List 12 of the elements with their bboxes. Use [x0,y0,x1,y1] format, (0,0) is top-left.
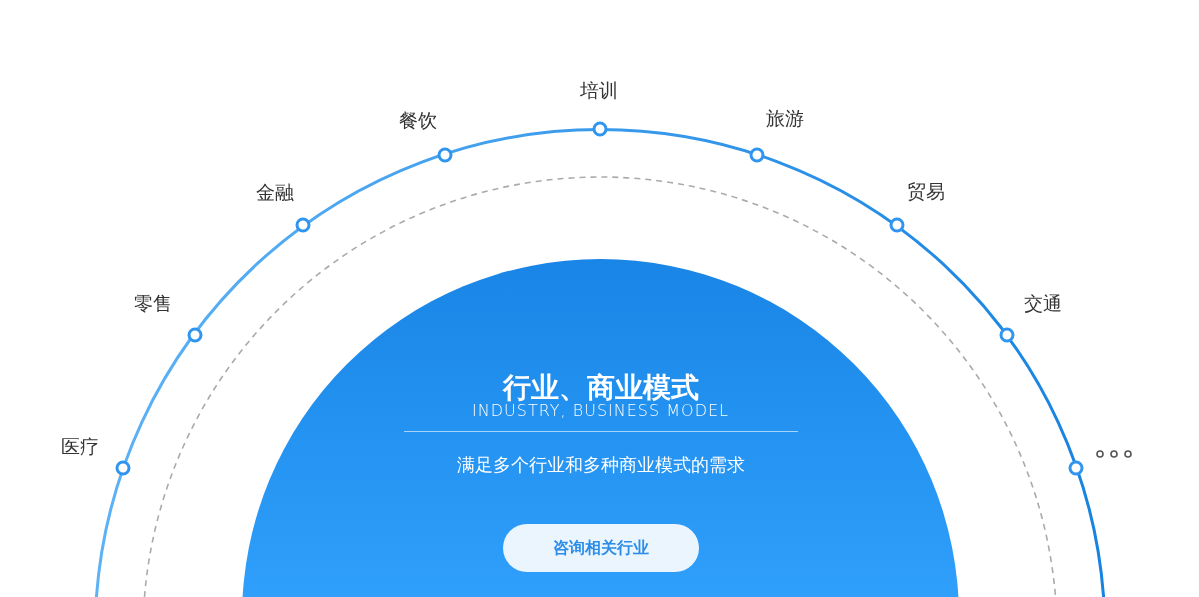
industry-label: 金融 [256,180,294,205]
industry-label: 交通 [1024,291,1062,316]
industry-label: 医疗 [61,434,99,459]
industry-label: 零售 [134,291,172,316]
industry-label: 培训 [580,78,618,103]
industry-label: 贸易 [907,179,945,204]
heading: 行业、商业模式 [502,370,699,404]
consult-button: 咨询相关行业 [503,524,699,572]
subtitle: INDUSTRY, BUSINESS MODEL [472,401,729,420]
industry-label: 餐饮 [399,108,437,133]
industry-label: 旅游 [766,106,804,131]
description: 满足多个行业和多种商业模式的需求 [456,453,745,477]
